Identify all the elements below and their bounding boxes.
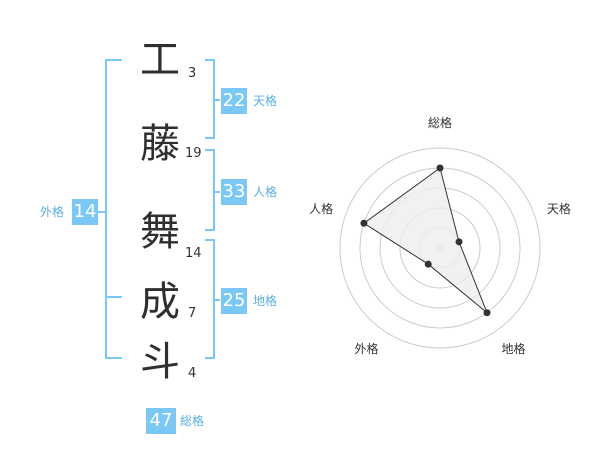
tenkaku-label: 天格 bbox=[253, 94, 278, 108]
name-char-5: 斗 bbox=[140, 339, 180, 385]
stroke-count-5: 4 bbox=[188, 366, 197, 381]
radar-point-4 bbox=[424, 260, 432, 268]
jinkaku-bracket bbox=[205, 149, 215, 231]
radar-point-3 bbox=[483, 309, 491, 317]
name-char-2: 藤 bbox=[140, 121, 180, 167]
radar-axis-label-2: 天格 bbox=[546, 202, 571, 217]
jinkaku-label: 人格 bbox=[253, 185, 278, 199]
radar-axis-label-5: 人格 bbox=[309, 202, 334, 217]
name-char-1: 工 bbox=[140, 37, 180, 83]
radar-axis-label-4: 外格 bbox=[354, 342, 379, 357]
radar-axis-label-3: 地格 bbox=[501, 342, 526, 357]
gaikaku-badge: 14 bbox=[72, 199, 98, 225]
chikaku-label: 地格 bbox=[253, 294, 278, 308]
chikaku-badge: 25 bbox=[221, 288, 247, 314]
stroke-count-1: 3 bbox=[188, 66, 197, 81]
radar-point-5 bbox=[360, 219, 368, 227]
radar-polygon bbox=[363, 167, 488, 314]
stroke-count-3: 14 bbox=[185, 246, 202, 261]
name-char-4: 成 bbox=[140, 279, 180, 325]
radar-axis-label-1: 総格 bbox=[427, 116, 452, 130]
jinkaku-badge: 33 bbox=[221, 179, 247, 205]
soukaku-badge: 47 bbox=[146, 408, 176, 434]
soukaku-label: 総格 bbox=[180, 414, 205, 428]
radar-grid-ring bbox=[339, 147, 541, 349]
tenkaku-badge: 22 bbox=[221, 88, 247, 114]
radar-point-1 bbox=[436, 164, 444, 172]
stroke-count-4: 7 bbox=[188, 306, 197, 321]
radar-point-2 bbox=[455, 238, 463, 246]
stroke-count-2: 19 bbox=[185, 146, 202, 161]
name-char-3: 舞 bbox=[140, 209, 180, 255]
gaikaku-bracket bbox=[105, 59, 122, 359]
gaikaku-label: 外格 bbox=[40, 205, 65, 219]
